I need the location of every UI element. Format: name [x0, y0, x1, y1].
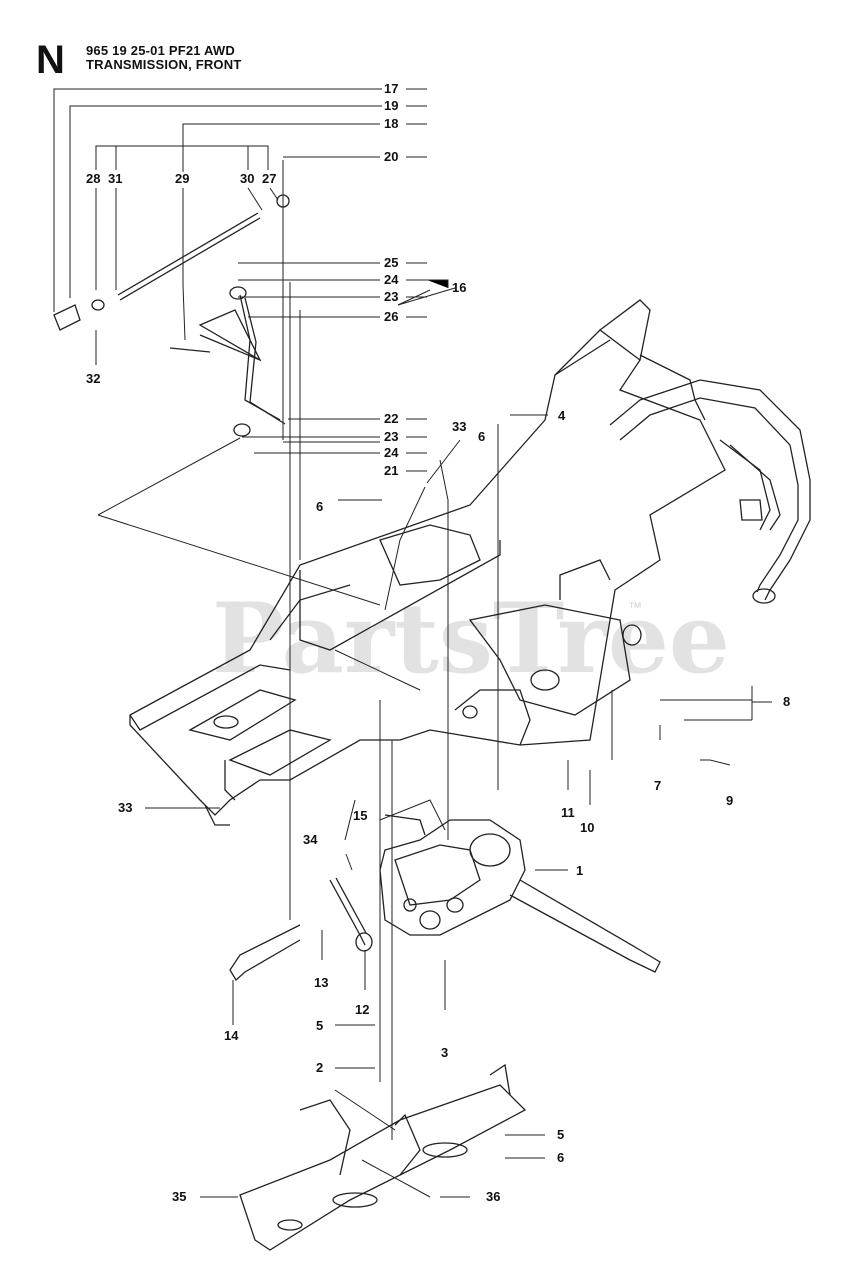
transmission-icon [229, 814, 661, 982]
section-letter: N [36, 38, 65, 82]
callout-22: 22 [384, 411, 398, 426]
callout-30: 30 [240, 171, 254, 186]
callout-21-visible: 21 [384, 463, 398, 478]
watermark-trademark: ™ [628, 599, 642, 615]
callout-23-top: 23 [384, 289, 398, 304]
callout-34: 34 [303, 832, 318, 847]
callout-labels: 17 19 18 20 28 31 29 30 27 25 24 16 23 2… [86, 81, 790, 1204]
callout-12: 12 [355, 1002, 369, 1017]
callout-13: 13 [314, 975, 328, 990]
callout-5-left: 5 [316, 1018, 323, 1033]
callout-dashes [406, 88, 449, 472]
leader-lines [53, 88, 772, 1198]
callout-31: 31 [108, 171, 122, 186]
callout-26: 26 [384, 309, 398, 324]
callout-17: 17 [384, 81, 398, 96]
callout-18: 18 [384, 116, 398, 131]
callout-14: 14 [224, 1028, 239, 1043]
diagram-title: TRANSMISSION, FRONT [86, 57, 242, 72]
callout-4: 4 [558, 408, 566, 423]
callout-10: 10 [580, 820, 594, 835]
callout-6-bottom: 6 [557, 1150, 564, 1165]
linkage-rod-icon [53, 194, 367, 946]
callout-27: 27 [262, 171, 276, 186]
callout-6-top: 6 [478, 429, 485, 444]
callout-6-left: 6 [316, 499, 323, 514]
skid-plate-icon [239, 1063, 527, 1251]
callout-20: 20 [384, 149, 398, 164]
callout-35: 35 [172, 1189, 186, 1204]
callout-24-top: 24 [384, 272, 399, 287]
callout-25: 25 [384, 255, 398, 270]
callout-32: 32 [86, 371, 100, 386]
callout-33-bottom: 33 [118, 800, 132, 815]
callout-11: 11 [561, 805, 575, 820]
callout-7: 7 [654, 778, 661, 793]
watermark-text: PartsTree [212, 582, 730, 695]
callout-9: 9 [726, 793, 733, 808]
callout-19: 19 [384, 98, 398, 113]
callout-36: 36 [486, 1189, 500, 1204]
callout-2: 2 [316, 1060, 323, 1075]
chassis-frame-icon [129, 299, 811, 826]
callout-24-bottom: 24 [384, 445, 399, 460]
callout-5-right: 5 [557, 1127, 564, 1142]
callout-33-top: 33 [452, 419, 466, 434]
callout-16: 16 [452, 280, 466, 295]
callout-3: 3 [441, 1045, 448, 1060]
diagram-part-number: 965 19 25-01 PF21 AWD [86, 43, 235, 58]
callout-8: 8 [783, 694, 790, 709]
callout-28: 28 [86, 171, 100, 186]
callout-15: 15 [353, 808, 367, 823]
callout-29: 29 [175, 171, 189, 186]
callout-1: 1 [576, 863, 583, 878]
callout-23-bottom: 23 [384, 429, 398, 444]
